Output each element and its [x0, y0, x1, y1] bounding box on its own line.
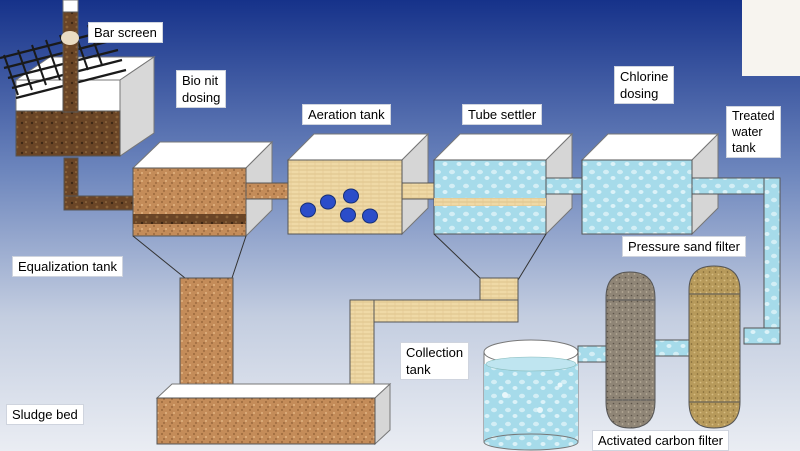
label-pressure-sand-filter-text: Pressure sand filter [628, 239, 740, 254]
pipe-aeration-settler [401, 182, 435, 200]
label-tube-settler: Tube settler [462, 104, 543, 125]
inlet-pipe-top [62, 0, 79, 13]
bar-screen-chamber [14, 56, 156, 157]
label-bar-screen: Bar screen [88, 22, 163, 43]
pipe-settler-chlorine [545, 177, 583, 195]
label-sludge-bed: Sludge bed [6, 404, 84, 425]
corner-panel [742, 0, 800, 76]
sludge-drop-pipe [349, 299, 375, 391]
sludge-bed [155, 382, 392, 446]
label-collection-line2: tank [406, 362, 431, 377]
pipe-carbon-sand [654, 339, 690, 357]
tube-settler [432, 132, 574, 236]
label-bar-screen-text: Bar screen [94, 25, 157, 40]
feed-pipe [63, 195, 137, 211]
label-tube-settler-text: Tube settler [468, 107, 537, 122]
label-sludge-bed-text: Sludge bed [12, 407, 78, 422]
pipe-eq-aeration [245, 182, 289, 200]
label-collection-line1: Collection [406, 345, 464, 360]
sludge-return-pipe [349, 299, 519, 323]
activated-carbon-filter [605, 271, 656, 429]
label-equalization-tank: Equalization tank [12, 256, 124, 277]
label-pressure-sand-filter: Pressure sand filter [622, 236, 746, 257]
label-chlorine-line1: Chlorine [620, 69, 669, 84]
water-droplet-icon [502, 382, 563, 413]
label-activated-carbon-filter: Activated carbon filter [592, 430, 730, 451]
label-bio-nit-line2: dosing [182, 90, 221, 105]
label-chlorine-line2: dosing [620, 86, 659, 101]
pressure-sand-filter [688, 265, 741, 429]
label-treated-line2: water [732, 125, 763, 139]
collection-tank [483, 339, 579, 451]
label-treated-line3: tank [732, 141, 756, 155]
settler-funnel [433, 233, 547, 281]
label-activated-carbon-filter-text: Activated carbon filter [598, 433, 724, 448]
sludge-pipe [179, 277, 234, 389]
riser-pipe [763, 177, 781, 345]
settler-outlet [479, 277, 519, 301]
label-bio-nit-line1: Bio nit [182, 73, 219, 88]
label-collection-tank: Collection tank [400, 342, 470, 380]
inlet-pipe [62, 11, 79, 113]
drop-pipe [63, 157, 79, 199]
label-equalization-tank-text: Equalization tank [18, 259, 118, 274]
label-treated-water-tank: Treated water tank [726, 106, 781, 158]
air-bubble-icon [300, 188, 378, 224]
label-treated-line1: Treated [732, 109, 775, 123]
pipe-to-sand-filter [743, 327, 781, 345]
label-aeration-tank-text: Aeration tank [308, 107, 385, 122]
label-aeration-tank: Aeration tank [302, 104, 391, 125]
label-bio-nit-dosing: Bio nit dosing [176, 70, 227, 108]
label-chlorine-dosing: Chlorine dosing [614, 66, 675, 104]
pipe-collection-carbon [577, 345, 607, 363]
debris-icon [61, 31, 79, 45]
sludge-funnel-left [132, 235, 247, 279]
